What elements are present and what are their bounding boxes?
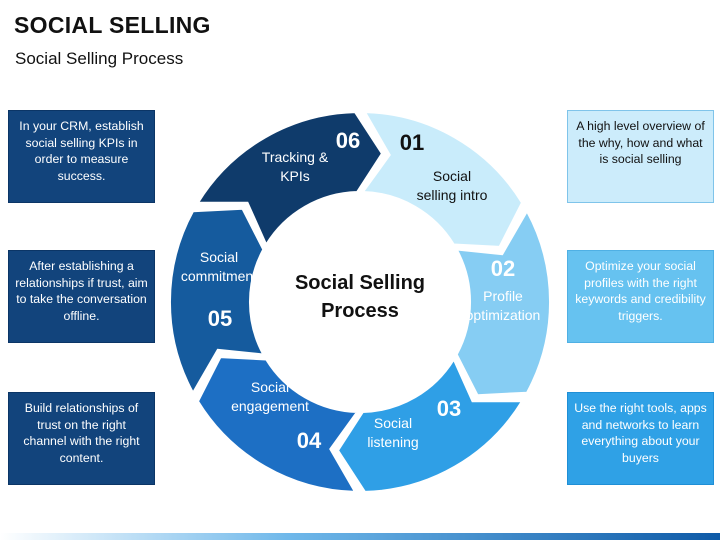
segment-06-label-line2: KPIs <box>280 168 310 184</box>
page-subtitle: Social Selling Process <box>15 49 184 68</box>
left-top-description-box: In your CRM, establish social selling KP… <box>8 110 155 203</box>
segment-05-number: 05 <box>208 306 232 331</box>
segment-02-number: 02 <box>491 256 515 281</box>
segment-06-label-line1: Tracking & <box>262 149 329 165</box>
left-middle-description-box: After establishing a relationships if tr… <box>8 250 155 343</box>
segment-01-number: 01 <box>400 130 424 155</box>
segment-04-label-line1: Social <box>251 379 289 395</box>
segment-04 <box>196 356 360 493</box>
left-bottom-description-box: Build relationships of trust on the righ… <box>8 392 155 485</box>
center-label-line2: Process <box>321 300 399 322</box>
right-bottom-description-box: Use the right tools, apps and networks t… <box>567 392 714 485</box>
ring-segments <box>169 111 551 493</box>
segment-02-label-line1: Profile <box>483 288 523 304</box>
segment-05-label-line1: Social <box>200 249 238 265</box>
segment-01 <box>360 111 524 248</box>
segment-03-label-line2: listening <box>367 434 418 450</box>
bottom-decorative-bar <box>0 533 720 540</box>
segment-06 <box>196 111 384 247</box>
center-label-line1: Social Selling <box>295 272 425 294</box>
page-title: SOCIAL SELLING <box>14 12 211 38</box>
right-top-description-box: A high level overview of the why, how an… <box>567 110 714 203</box>
segment-03-label-line1: Social <box>374 415 412 431</box>
right-middle-description-box: Optimize your social profiles with the r… <box>567 250 714 343</box>
segment-01-label-line2: selling intro <box>417 187 488 203</box>
center-circle <box>262 202 458 398</box>
segment-02 <box>454 209 551 397</box>
segment-04-label-line2: engagement <box>231 398 309 414</box>
segment-04-number: 04 <box>297 428 322 453</box>
segment-06-number: 06 <box>336 128 360 153</box>
segment-03-number: 03 <box>437 396 461 421</box>
segment-02-label-line2: optimization <box>466 307 541 323</box>
segment-05-label-line2: commitment <box>181 268 257 284</box>
segment-03 <box>336 357 524 493</box>
segment-05 <box>169 207 266 395</box>
segment-01-label-line1: Social <box>433 168 471 184</box>
